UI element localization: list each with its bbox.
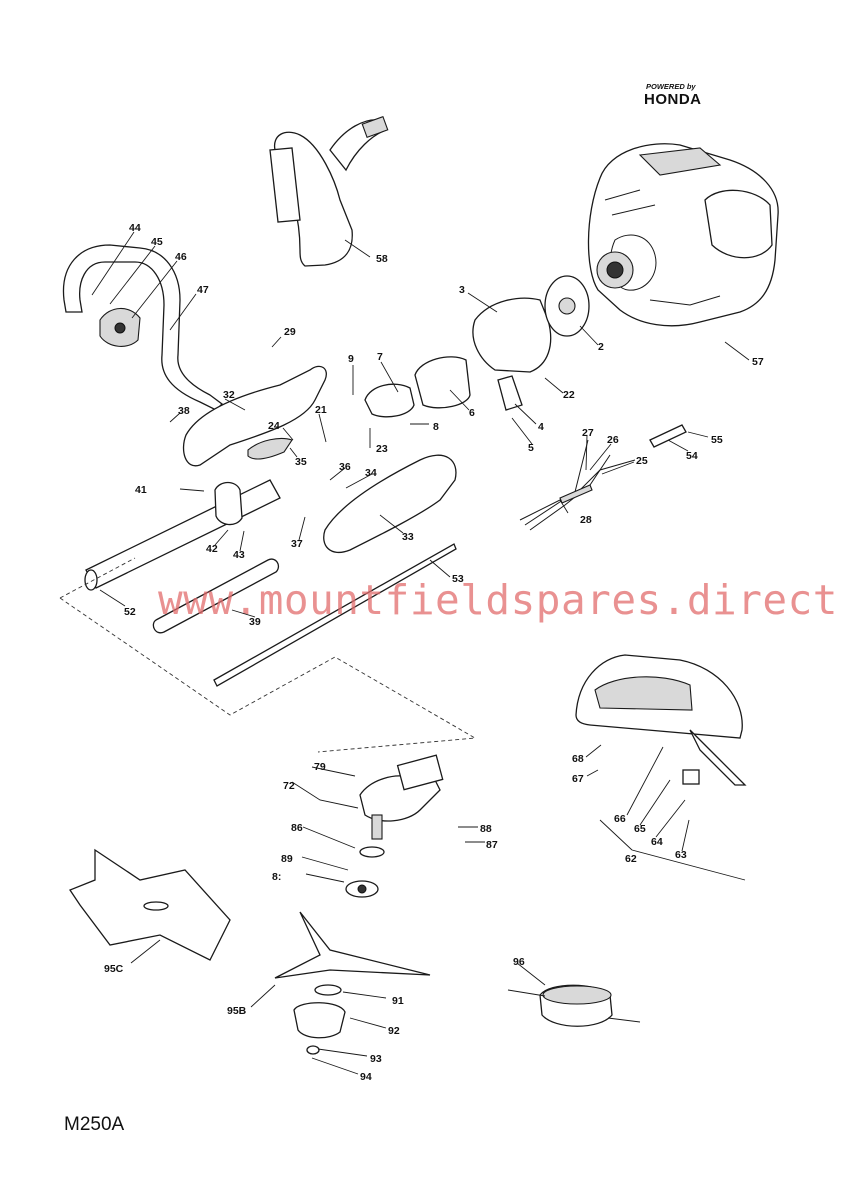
callout-58: 58 <box>376 253 388 265</box>
callout-34: 34 <box>365 467 377 479</box>
callout-64: 64 <box>651 836 663 848</box>
callout-4: 4 <box>538 421 544 433</box>
callout-36: 36 <box>339 461 351 473</box>
callout-41: 41 <box>135 484 147 496</box>
callout-91: 91 <box>392 995 404 1007</box>
callout-38: 38 <box>178 405 190 417</box>
callout-37: 37 <box>291 538 303 550</box>
callout-7: 7 <box>377 351 383 363</box>
callout-32: 32 <box>223 389 235 401</box>
callout-52: 52 <box>124 606 136 618</box>
callout-33: 33 <box>402 531 414 543</box>
callout-53: 53 <box>452 573 464 585</box>
callout-9: 9 <box>348 353 354 365</box>
callout-89: 89 <box>281 853 293 865</box>
throttle-handle <box>182 365 327 467</box>
callout-93: 93 <box>370 1053 382 1065</box>
callout-87: 87 <box>486 839 498 851</box>
callout-96: 96 <box>513 956 525 968</box>
loop-handle <box>62 244 223 411</box>
callout-24: 24 <box>268 420 280 432</box>
callout-67: 67 <box>572 773 584 785</box>
watermark-text: www.mountfieldspares.direct <box>158 576 838 624</box>
callout-62: 62 <box>625 853 637 865</box>
callout-94: 94 <box>360 1071 372 1083</box>
blade-guard <box>575 654 747 786</box>
shaft-assembly <box>84 454 457 687</box>
callout-42: 42 <box>206 543 218 555</box>
callout-28: 28 <box>580 514 592 526</box>
callout-3: 3 <box>459 284 465 296</box>
callout-47: 47 <box>197 284 209 296</box>
callout-labels: 44 45 46 47 58 3 2 57 29 9 7 22 32 38 21… <box>104 222 764 1083</box>
gearhead <box>345 754 444 898</box>
callout-65: 65 <box>634 823 646 835</box>
callout-39: 39 <box>249 616 261 628</box>
diagram-code: M250A <box>64 1114 125 1135</box>
leader-lines <box>91 231 750 1075</box>
honda-logo: POWERED by HONDA <box>644 82 702 108</box>
assembly-boundary <box>59 557 477 753</box>
callout-5: 5 <box>528 442 534 454</box>
callout-72: 72 <box>283 780 295 792</box>
callout-92: 92 <box>388 1025 400 1037</box>
callout-88: 88 <box>480 823 492 835</box>
powered-by-text: POWERED by <box>646 82 696 91</box>
callout-8: 8 <box>433 421 439 433</box>
callout-57: 57 <box>752 356 764 368</box>
callout-86: 86 <box>291 822 303 834</box>
callout-45: 45 <box>151 236 163 248</box>
callout-55: 55 <box>711 434 723 446</box>
callout-29: 29 <box>284 326 296 338</box>
callout-2: 2 <box>598 341 604 353</box>
callout-66: 66 <box>614 813 626 825</box>
callout-27: 27 <box>582 427 594 439</box>
wiring-harness <box>519 439 636 531</box>
callout-26: 26 <box>607 434 619 446</box>
callout-68: 68 <box>572 753 584 765</box>
callout-23: 23 <box>376 443 388 455</box>
callout-54: 54 <box>686 450 698 462</box>
callout-63: 63 <box>675 849 687 861</box>
clutch-housing-group <box>364 275 590 418</box>
callout-46: 46 <box>175 251 187 263</box>
callout-44: 44 <box>129 222 141 234</box>
callout-95c: 95C <box>104 963 124 975</box>
callout-79: 79 <box>314 761 326 773</box>
callout-25: 25 <box>636 455 648 467</box>
callout-35: 35 <box>295 456 307 468</box>
cutting-blades <box>69 848 431 1055</box>
callout-6: 6 <box>469 407 475 419</box>
engine-illustration <box>587 143 779 327</box>
callout-21: 21 <box>315 404 327 416</box>
bolt-54 <box>649 424 687 448</box>
shoulder-harness <box>269 115 389 267</box>
callout-43: 43 <box>233 549 245 561</box>
trimmer-head <box>507 984 641 1027</box>
callout-95b: 95B <box>227 1005 247 1017</box>
callout-8-alt: 8: <box>272 871 281 883</box>
callout-22: 22 <box>563 389 575 401</box>
honda-text: HONDA <box>644 91 702 108</box>
